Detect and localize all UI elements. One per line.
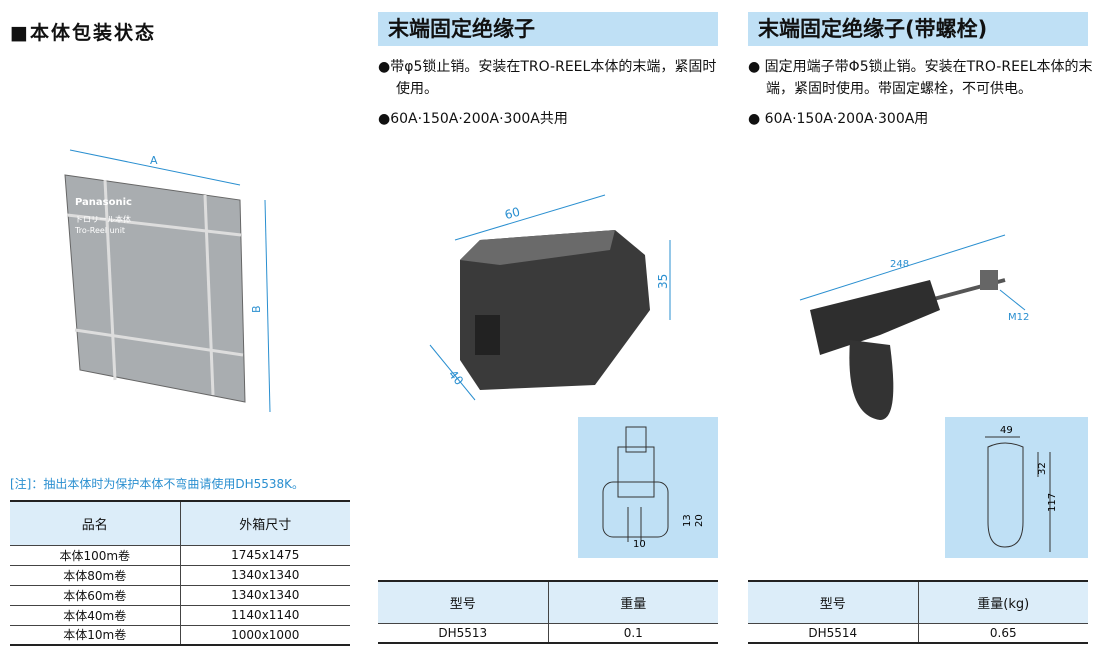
text: 60 (503, 205, 521, 222)
text: 带φ5锁止销。安装在TRO-REEL本体的末端，紧固时使用。 (390, 59, 717, 97)
package-illustration: A B Panasonic トロリール本体 Tro-Reel unit (64, 149, 271, 413)
text: 13 (682, 514, 693, 527)
table-cell: 1340x1340 (180, 565, 350, 586)
table-header-cell: 外箱尺寸 (180, 501, 350, 546)
bullet-item: ●带φ5锁止销。安装在TRO-REEL本体的末端，紧固时使用。 (378, 59, 717, 97)
table-header-cell: 品名 (10, 501, 181, 546)
bullet-item: ● 60A·150A·200A·300A用 (748, 111, 929, 127)
table-cell: 本体60m卷 (10, 585, 181, 606)
text: 固定用端子带Φ5锁止销。安装在TRO-REEL本体的末端，紧固时使用。带固定螺栓… (764, 59, 1093, 97)
end-insulator-table: 型号重量 DH5513 0.1 (378, 580, 718, 644)
text: 49 (1000, 425, 1013, 436)
text: 60A·150A·200A·300A共用 (390, 111, 568, 127)
text: 35 (656, 274, 670, 289)
table-cell: DH5514 (748, 623, 919, 643)
table-cell: 本体10m卷 (10, 625, 181, 645)
end-insulator-photo: 60 35 40 (429, 194, 671, 401)
section-title-end-insulator-bolt: 末端固定绝缘子(带螺栓) (748, 12, 1088, 46)
text: 248 (890, 259, 909, 270)
note-text: [注]：抽出本体时为保护本体不弯曲请使用DH5538K。 (10, 477, 305, 491)
table-cell: 本体100m卷 (10, 545, 181, 566)
product-jp: トロリール本体 (75, 214, 131, 224)
table-cell: 0.1 (623, 625, 643, 640)
table-cell: 本体80m卷 (10, 565, 181, 586)
table-cell: DH5513 (378, 623, 549, 643)
bullet-item: ● 固定用端子带Φ5锁止销。安装在TRO-REEL本体的末端，紧固时使用。带固定… (748, 59, 1093, 97)
table-cell: 1000x1000 (231, 627, 300, 642)
dim-a-label: A (150, 154, 158, 167)
text: 10 (633, 539, 646, 550)
table-row: 本体10m卷 1000x1000 (10, 625, 350, 645)
bullet-list: ●带φ5锁止销。安装在TRO-REEL本体的末端，紧固时使用。 ●60A·150… (378, 56, 728, 130)
table-row: DH5513 0.1 (378, 623, 718, 643)
table-header-cell: 型号 (748, 581, 919, 624)
table-row: DH5514 0.65 (748, 623, 1088, 643)
bullet-list: ● 固定用端子带Φ5锁止销。安装在TRO-REEL本体的末端，紧固时使用。带固定… (748, 56, 1093, 130)
text: 60A·150A·200A·300A用 (764, 111, 929, 127)
section-title-end-insulator: 末端固定绝缘子 (378, 12, 718, 46)
dim-b-label: B (250, 305, 263, 313)
section-heading-packaging: ■本体包装状态 (10, 22, 156, 44)
table-cell: 本体40m卷 (10, 605, 181, 626)
text: 20 (694, 514, 705, 527)
brand-logo: Panasonic (75, 197, 132, 208)
text: 32 (1037, 462, 1048, 475)
table-header-cell: 型号 (378, 581, 549, 624)
table-cell: 1745x1475 (180, 545, 350, 566)
table-cell: 0.65 (989, 625, 1017, 640)
bullet-item: ●60A·150A·200A·300A共用 (378, 111, 568, 127)
table-cell: 1140x1140 (180, 605, 350, 626)
table-header-cell: 重量 (548, 581, 718, 624)
product-en: Tro-Reel unit (74, 226, 125, 235)
table-header-cell: 重量(kg) (918, 581, 1088, 624)
text: M12 (1008, 312, 1029, 323)
end-insulator-bolt-photo: 248 M12 (799, 234, 1029, 420)
end-insulator-bolt-table: 型号重量(kg) DH5514 0.65 (748, 580, 1088, 644)
end-insulator-drawing: 10 13 20 (578, 417, 718, 558)
end-insulator-bolt-drawing: 49 32 117 (945, 417, 1088, 558)
text: 117 (1047, 493, 1058, 512)
table-cell: 1340x1340 (180, 585, 350, 606)
